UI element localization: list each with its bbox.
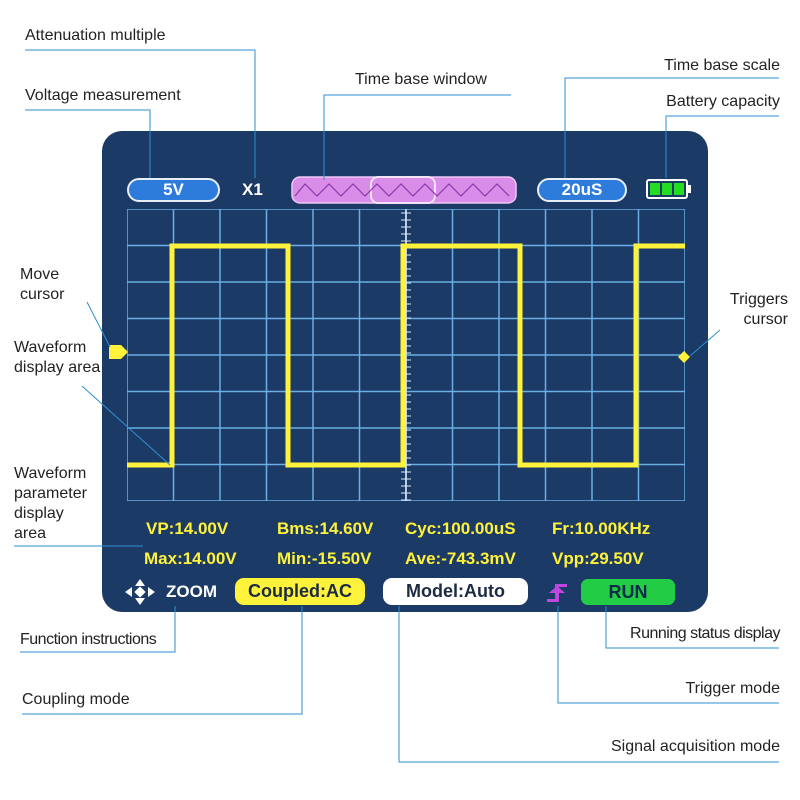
battery-bar xyxy=(650,183,660,195)
four-arrows-icon[interactable] xyxy=(124,578,156,606)
callout-waveform-display-line2: display area xyxy=(14,359,101,376)
callout-move-cursor: Move cursor xyxy=(20,265,64,305)
waveform-trace xyxy=(127,243,685,468)
callout-function-instructions: Function instructions xyxy=(20,631,157,648)
callout-battery-capacity: Battery capacity xyxy=(666,93,780,110)
rising-edge-trigger-icon[interactable] xyxy=(546,580,568,604)
callout-time-base-scale: Time base scale xyxy=(664,57,780,74)
callout-move-cursor-line1: Move xyxy=(20,266,60,283)
coupling-mode-badge[interactable]: Coupled:AC xyxy=(235,578,365,605)
time-base-badge[interactable]: 20uS xyxy=(537,178,627,202)
param-ave: Ave:-743.3mV xyxy=(405,549,516,568)
attenuation-label: X1 xyxy=(242,180,263,199)
move-cursor-icon[interactable] xyxy=(108,344,130,360)
callout-param-area-line4: area xyxy=(14,525,47,542)
callout-move-cursor-line2: cursor xyxy=(20,286,65,303)
param-bms: Bms:14.60V xyxy=(277,519,374,538)
voltage-scale-badge[interactable]: 5V xyxy=(127,178,220,202)
param-max: Max:14.00V xyxy=(144,549,237,568)
battery-bar xyxy=(662,183,672,195)
callout-waveform-display-area: Waveform display area xyxy=(14,338,100,378)
callout-running-status-display: Running status display xyxy=(630,625,780,642)
callout-param-area-line3: display xyxy=(14,505,64,522)
callout-trigger-mode: Trigger mode xyxy=(685,680,780,697)
callout-coupling-mode: Coupling mode xyxy=(22,691,130,708)
callout-voltage-measurement: Voltage measurement xyxy=(25,87,181,104)
callout-attenuation-multiple: Attenuation multiple xyxy=(25,27,166,44)
trigger-cursor-icon[interactable] xyxy=(677,350,691,364)
callout-time-base-window: Time base window xyxy=(355,71,487,88)
param-min: Min:-15.50V xyxy=(277,549,372,568)
run-status-badge[interactable]: RUN xyxy=(581,579,675,605)
zoom-label[interactable]: ZOOM xyxy=(166,582,217,601)
callout-signal-acquisition-mode: Signal acquisition mode xyxy=(611,738,780,755)
callout-triggers-cursor-line1: Triggers xyxy=(729,291,788,308)
callout-triggers-cursor: Triggers cursor xyxy=(730,290,788,330)
battery-bar xyxy=(674,183,684,195)
callout-param-area-line1: Waveform xyxy=(14,465,87,482)
callout-param-area-line2: parameter xyxy=(14,485,87,502)
callout-triggers-cursor-line2: cursor xyxy=(743,311,788,328)
acquisition-mode-badge[interactable]: Model:Auto xyxy=(383,578,528,605)
param-cyc: Cyc:100.00uS xyxy=(405,519,516,538)
time-base-window-wave xyxy=(294,183,510,197)
param-vp: VP:14.00V xyxy=(146,519,229,538)
callout-waveform-parameter-area: Waveform parameter display area xyxy=(14,464,87,544)
waveform-display-area[interactable] xyxy=(127,209,685,501)
time-base-window[interactable] xyxy=(291,176,517,204)
callout-waveform-display-line1: Waveform xyxy=(14,339,87,356)
param-vpp: Vpp:29.50V xyxy=(552,549,644,568)
battery-icon xyxy=(646,179,691,199)
param-fr: Fr:10.00KHz xyxy=(552,519,651,538)
